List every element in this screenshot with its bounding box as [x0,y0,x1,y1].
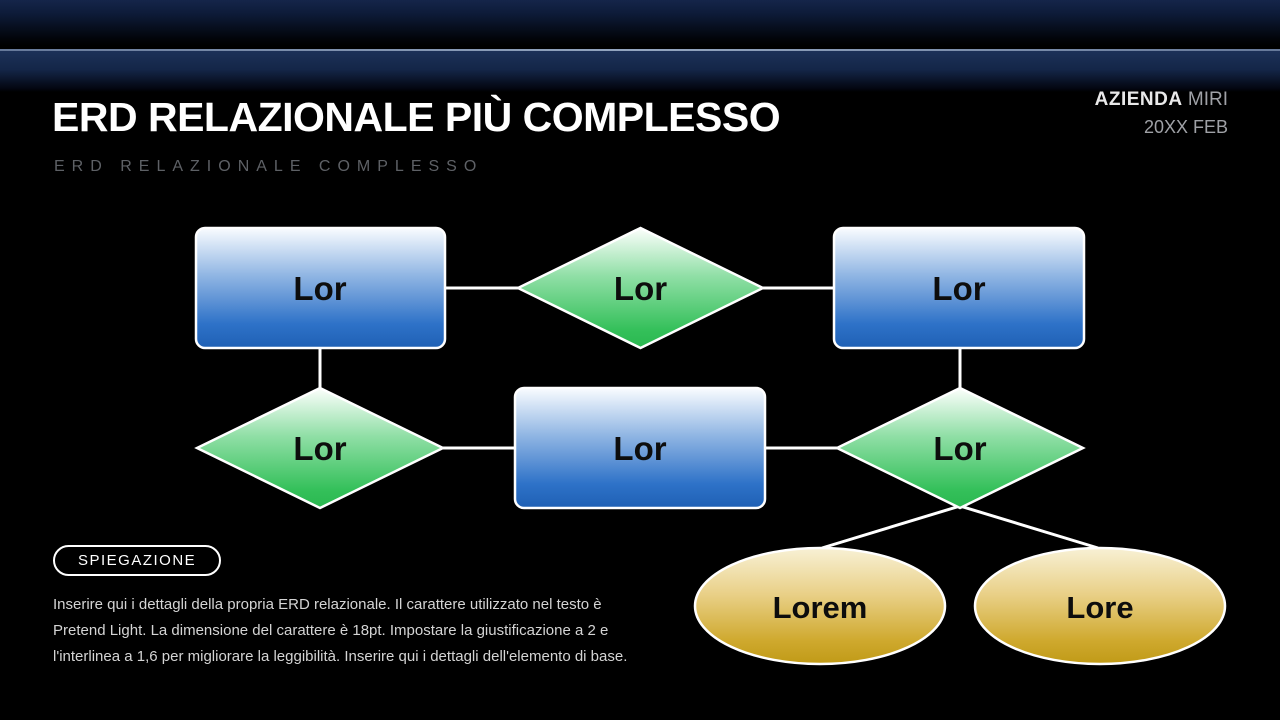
second-gradient-bar [0,51,1280,92]
relationship-diamond [194,386,446,510]
relationship-diamond [515,226,766,350]
relationship-diamond [834,386,1086,510]
attribute-ellipse [693,546,947,666]
edge-relMR-attrLeft [821,504,961,550]
company-name: AZIENDA MIRI [1095,90,1228,109]
divider-line [0,49,1280,51]
attribute-node-left: Lorem [693,546,947,666]
entity-label: Lor [613,430,666,467]
explanation-text: Inserire qui i dettagli della propria ER… [53,596,628,665]
page-subtitle: ERD RELAZIONALE COMPLESSO [54,158,484,175]
attribute-node-right: Lore [973,546,1227,666]
entity-rect [194,226,447,350]
relationship-label: Lor [293,430,346,467]
entity-label: Lor [293,270,346,307]
attribute-label: Lore [1066,590,1133,625]
relationship-node-mid-left: Lor [194,386,446,510]
explanation-badge[interactable]: SPIEGAZIONE [53,545,222,576]
attribute-ellipse [973,546,1227,666]
company-name-light: MIRI [1187,89,1228,110]
entity-node-mid: Lor [513,386,767,510]
page-title: ERD RELAZIONALE PIÙ COMPLESSO [52,94,781,140]
relationship-label: Lor [614,270,667,307]
entity-rect [513,386,767,510]
date-label: 20XX FEB [1143,117,1228,137]
connector-lines [318,286,1099,550]
relationship-label: Lor [933,430,986,467]
header-right: AZIENDA MIRI 20XX FEB [1095,90,1228,136]
company-name-bold: AZIENDA [1094,89,1183,110]
entity-label: Lor [932,270,985,307]
relationship-node-mid-right: Lor [834,386,1086,510]
entity-node-top-right: Lor [832,226,1086,350]
attribute-label: Lorem [773,590,868,625]
relationship-node-top: Lor [515,226,766,350]
entity-node-top-left: Lor [194,226,447,350]
top-gradient-bar [0,0,1280,46]
edge-relMR-attrRight [959,504,1099,550]
entity-rect [832,226,1086,350]
